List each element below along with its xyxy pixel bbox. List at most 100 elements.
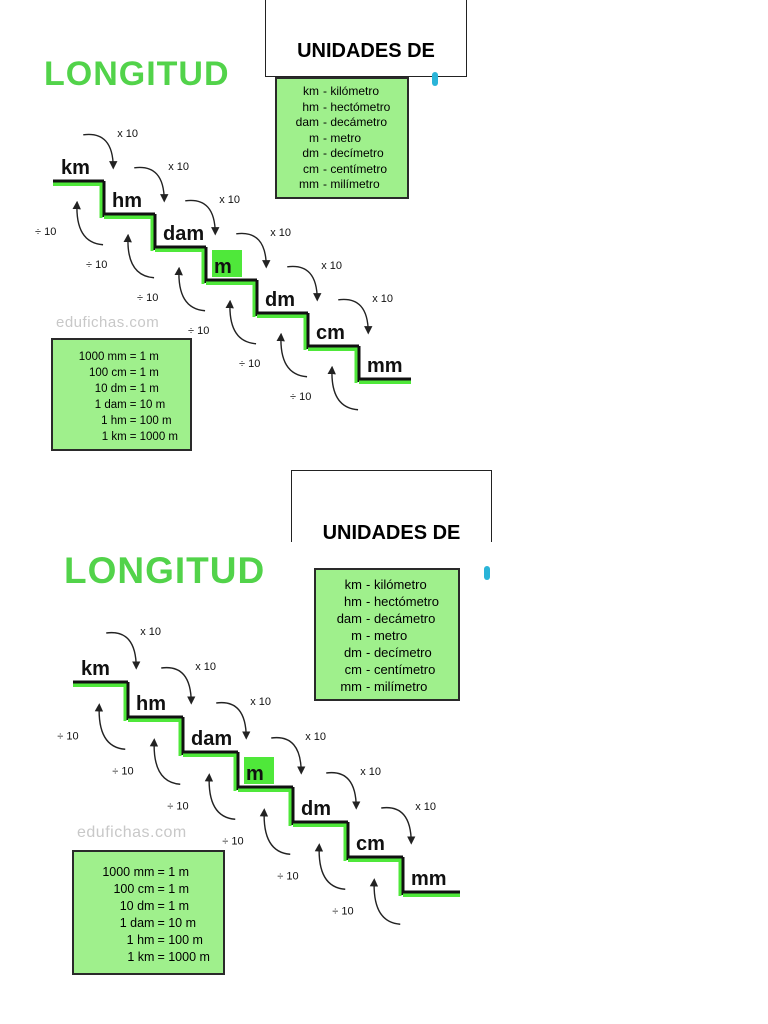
heading-longitud: LONGITUD — [64, 550, 266, 591]
multiply-arrow — [381, 806, 416, 845]
legend-abbr: mm — [340, 679, 362, 694]
legend-name: - decímetro — [323, 146, 384, 160]
legend-name: - metro — [366, 628, 408, 643]
legend-name: - kilómetro — [366, 577, 427, 592]
equivalence-row: 1000 mm= 1 m — [74, 864, 223, 881]
divide-arrow — [369, 878, 401, 925]
unit-label-km: km — [81, 658, 110, 680]
divide-arrow — [259, 808, 291, 855]
equivalence-row: 1 km= 1000 m — [53, 429, 190, 445]
legend-abbr: hm — [343, 594, 362, 609]
legend-name: - hectómetro — [323, 99, 391, 114]
equivalence-row: 1 hm= 100 m — [74, 932, 223, 949]
multiply-label: x 10 — [117, 128, 138, 140]
panel-top: UNIDADES DE MEDIDA LONGITUD km- kilómetr… — [0, 0, 768, 470]
unit-label-dm: dm — [301, 798, 331, 820]
divide-arrow — [174, 266, 206, 312]
panel-bottom: UNIDADES DE MEDIDA LONGITUD km- kilómetr… — [0, 470, 768, 1024]
divide-label: ÷ 10 — [137, 292, 158, 304]
divide-arrow — [123, 233, 155, 279]
multiply-arrow — [236, 232, 271, 269]
divide-arrow — [94, 703, 126, 750]
legend-row: hm- hectómetro — [283, 100, 401, 116]
equivalence-lhs: 100 cm — [89, 367, 127, 379]
multiply-label: x 10 — [360, 766, 381, 778]
watermark: edufichas.com — [56, 314, 160, 331]
legend-row: mm - milímetro — [322, 678, 452, 695]
equivalence-rhs: = 100 m — [129, 415, 172, 427]
equivalence-lhs: 1 km — [127, 950, 155, 964]
legend-name: - kilómetro — [323, 84, 380, 98]
multiply-arrow — [338, 298, 373, 335]
legend-row: dm - decímetro — [322, 644, 452, 661]
multiply-label: x 10 — [415, 801, 436, 813]
multiply-arrow — [134, 166, 169, 203]
unit-label-m: m — [214, 256, 232, 278]
title-line-1: UNIDADES DE — [322, 522, 461, 544]
legend-row: km- kilómetro — [283, 84, 401, 100]
unit-label-km: km — [61, 157, 90, 179]
legend-row: dam- decámetro — [283, 115, 401, 131]
equivalence-rhs: = 100 m — [157, 933, 203, 947]
multiply-label: x 10 — [305, 731, 326, 743]
divide-arrow — [149, 738, 181, 785]
multiply-arrow — [161, 666, 196, 705]
unit-label-dm: dm — [265, 289, 295, 311]
multiply-arrow — [216, 701, 251, 740]
cyan-mark — [432, 72, 438, 86]
equivalence-rhs: = 1000 m — [129, 431, 178, 443]
unit-label-hm: hm — [136, 693, 166, 715]
equivalence-row: 1 hm= 100 m — [53, 413, 190, 429]
divide-arrow — [314, 843, 346, 890]
divide-label: ÷ 10 — [239, 358, 260, 370]
divide-label: ÷ 10 — [86, 259, 107, 271]
legend-row: m- metro — [322, 627, 452, 644]
equivalence-rhs: = 1 m — [157, 865, 190, 879]
unit-label-dam: dam — [191, 728, 232, 750]
legend-name: - milímetro — [366, 679, 428, 694]
multiply-arrow — [326, 771, 361, 810]
divide-label: ÷ 10 — [167, 800, 188, 812]
divide-arrow — [225, 299, 257, 345]
multiply-label: x 10 — [219, 194, 240, 206]
legend-abbr: dm — [302, 146, 319, 160]
unit-label-hm: hm — [112, 190, 142, 212]
multiply-label: x 10 — [140, 626, 161, 638]
highlight-m — [244, 757, 274, 784]
multiply-arrow — [185, 199, 220, 236]
legend-row: mm- milímetro — [283, 177, 401, 193]
divide-label: ÷ 10 — [35, 226, 56, 238]
legend-name: - decámetro — [323, 115, 388, 129]
legend-name: - centímetro — [366, 662, 436, 677]
legend-abbr: dam — [336, 611, 362, 626]
equivalence-lhs: 10 dm — [94, 383, 127, 395]
divide-label: ÷ 10 — [222, 835, 243, 847]
unit-label-dam: dam — [163, 223, 204, 245]
multiply-label: x 10 — [250, 696, 271, 708]
legend-abbr: cm — [344, 662, 362, 677]
equivalence-lhs: 1 hm — [126, 933, 155, 947]
legend-name: - decímetro — [366, 645, 432, 660]
unit-label-cm: cm — [316, 322, 345, 344]
legend-name: - metro — [323, 130, 362, 145]
legend-abbr: cm — [303, 161, 319, 176]
legend-row: km- kilómetro — [322, 576, 452, 593]
divide-label: ÷ 10 — [188, 325, 209, 337]
equivalence-lhs: 100 cm — [113, 882, 155, 896]
unit-label-mm: mm — [367, 355, 403, 377]
unit-label-m: m — [246, 763, 264, 785]
equivalence-rhs: = 1 m — [157, 899, 190, 913]
multiply-arrow — [83, 133, 118, 170]
equivalence-lhs: 1 dam — [119, 916, 155, 930]
equivalence-row: 10 dm= 1 m — [74, 898, 223, 915]
legend-row: cm- centímetro — [283, 162, 401, 178]
legend-abbr: dm — [343, 645, 362, 660]
divide-label: ÷ 10 — [290, 391, 311, 403]
cyan-mark — [484, 566, 490, 580]
legend-row: m- metro — [283, 131, 401, 147]
